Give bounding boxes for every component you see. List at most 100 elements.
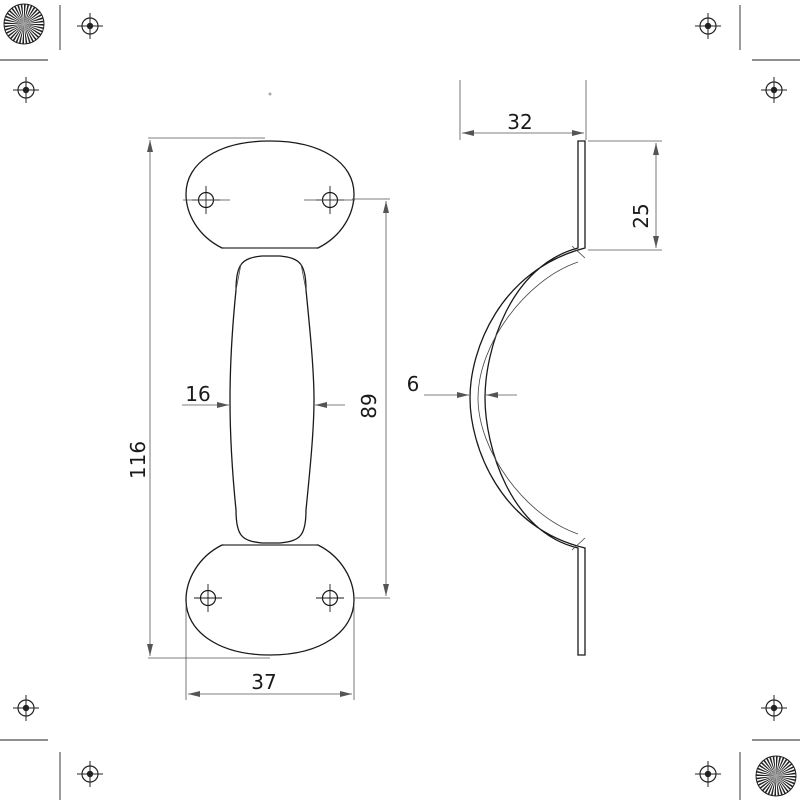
starburst-ray	[767, 776, 776, 795]
dimension-thickness: 6	[407, 372, 517, 398]
starburst-ray	[776, 776, 795, 785]
starburst-ray	[24, 8, 39, 24]
starburst-ray	[758, 764, 776, 776]
starburst-ray	[24, 5, 33, 25]
starburst-ray	[15, 24, 24, 43]
starburst-ray	[776, 757, 785, 776]
top-mounting-plate	[185, 140, 355, 249]
starburst-ray	[4, 24, 24, 31]
starburst-ray	[774, 776, 776, 796]
dimension-grip-width: 16	[182, 382, 345, 408]
starburst-ray	[18, 24, 24, 44]
dimension-plate-width: 37	[185, 606, 355, 700]
dimension-label-plate-length: 25	[629, 203, 653, 228]
starburst-ray	[756, 774, 776, 776]
starburst-ray	[6, 12, 24, 24]
starburst-ray	[756, 776, 776, 783]
starburst-ray	[24, 24, 44, 26]
dimension-label-thickness: 6	[407, 372, 420, 396]
starburst-ray	[757, 767, 776, 776]
starburst-ray	[776, 776, 796, 778]
starburst-ray	[772, 756, 776, 776]
front-view	[183, 140, 355, 656]
dimension-label-hole-spacing: 89	[357, 393, 381, 418]
starburst-ray	[761, 776, 776, 792]
starburst-ray	[760, 761, 776, 776]
starburst-ray	[8, 9, 24, 24]
starburst-ray	[24, 24, 40, 39]
starburst-ray	[776, 776, 796, 782]
starburst-ring	[3, 3, 45, 45]
handle-side-profile	[469, 140, 586, 656]
starburst-ray	[24, 20, 44, 24]
registration-mark	[760, 694, 788, 722]
registration-mark	[76, 760, 104, 788]
bottom-mounting-plate	[185, 544, 355, 656]
starburst-ray	[5, 24, 25, 34]
starburst-ray	[24, 11, 41, 24]
starburst-ray	[24, 6, 36, 24]
starburst-ray	[20, 4, 24, 24]
starburst-ray	[776, 776, 792, 791]
starburst-ray	[776, 772, 796, 776]
starburst-ray	[17, 4, 24, 24]
grip-edge	[235, 263, 242, 291]
dimension-projection: 32	[459, 80, 587, 140]
starburst-ray	[24, 24, 44, 30]
starburst-ray	[770, 776, 776, 796]
registration-mark	[760, 76, 788, 104]
dimension-label-plate-width: 37	[251, 670, 276, 694]
grip-body	[229, 255, 315, 544]
dimension-label-grip-width: 16	[185, 382, 210, 406]
dimension-hole-spacing: 89	[352, 198, 390, 599]
starburst-ray	[776, 776, 783, 796]
starburst-ray	[763, 759, 776, 776]
starburst-ray	[776, 776, 794, 788]
starburst-ray	[4, 22, 24, 24]
starburst-ray	[11, 7, 24, 25]
starburst-ray	[769, 756, 776, 776]
starburst-ray	[757, 776, 776, 786]
starburst-ray	[776, 763, 793, 776]
side-view	[469, 140, 586, 656]
starburst-ray	[776, 766, 795, 776]
starburst-ray	[24, 24, 34, 43]
starburst-ray	[24, 14, 43, 24]
starburst-ray	[24, 4, 30, 25]
starburst-ray	[5, 15, 25, 24]
starburst-ray	[776, 756, 782, 776]
starburst-ray	[24, 24, 28, 44]
starburst-ray	[7, 24, 25, 37]
grip-edge	[300, 263, 307, 291]
screw-hole-icon	[315, 583, 345, 613]
starburst-ray	[776, 776, 789, 793]
registration-mark	[694, 12, 722, 40]
starburst-ray	[24, 24, 42, 36]
starburst-ray	[4, 18, 25, 24]
starburst-ray	[24, 24, 31, 44]
starburst-mark-top-left	[3, 3, 45, 45]
dimension-label-total-height: 116	[126, 441, 150, 479]
registration-mark	[12, 76, 40, 104]
registration-mark	[76, 12, 104, 40]
dust-dot	[268, 92, 272, 96]
starburst-ray	[756, 776, 776, 780]
starburst-ray	[764, 776, 776, 794]
starburst-ray	[9, 24, 24, 40]
starburst-ray	[14, 5, 24, 25]
dimension-label-projection: 32	[507, 110, 532, 134]
dimension-plate-length: 25	[588, 140, 662, 251]
screw-hole-icon	[193, 583, 223, 613]
starburst-ray	[776, 756, 778, 776]
starburst-ray	[4, 24, 24, 28]
registration-mark	[694, 760, 722, 788]
starburst-mark-bottom-right	[755, 755, 797, 797]
starburst-ray	[24, 17, 44, 24]
starburst-ray	[22, 24, 24, 44]
print-marks	[0, 3, 800, 800]
registration-mark	[12, 694, 40, 722]
starburst-ring	[755, 755, 797, 797]
dimension-total-height: 116	[126, 137, 270, 659]
starburst-ray	[776, 776, 780, 796]
